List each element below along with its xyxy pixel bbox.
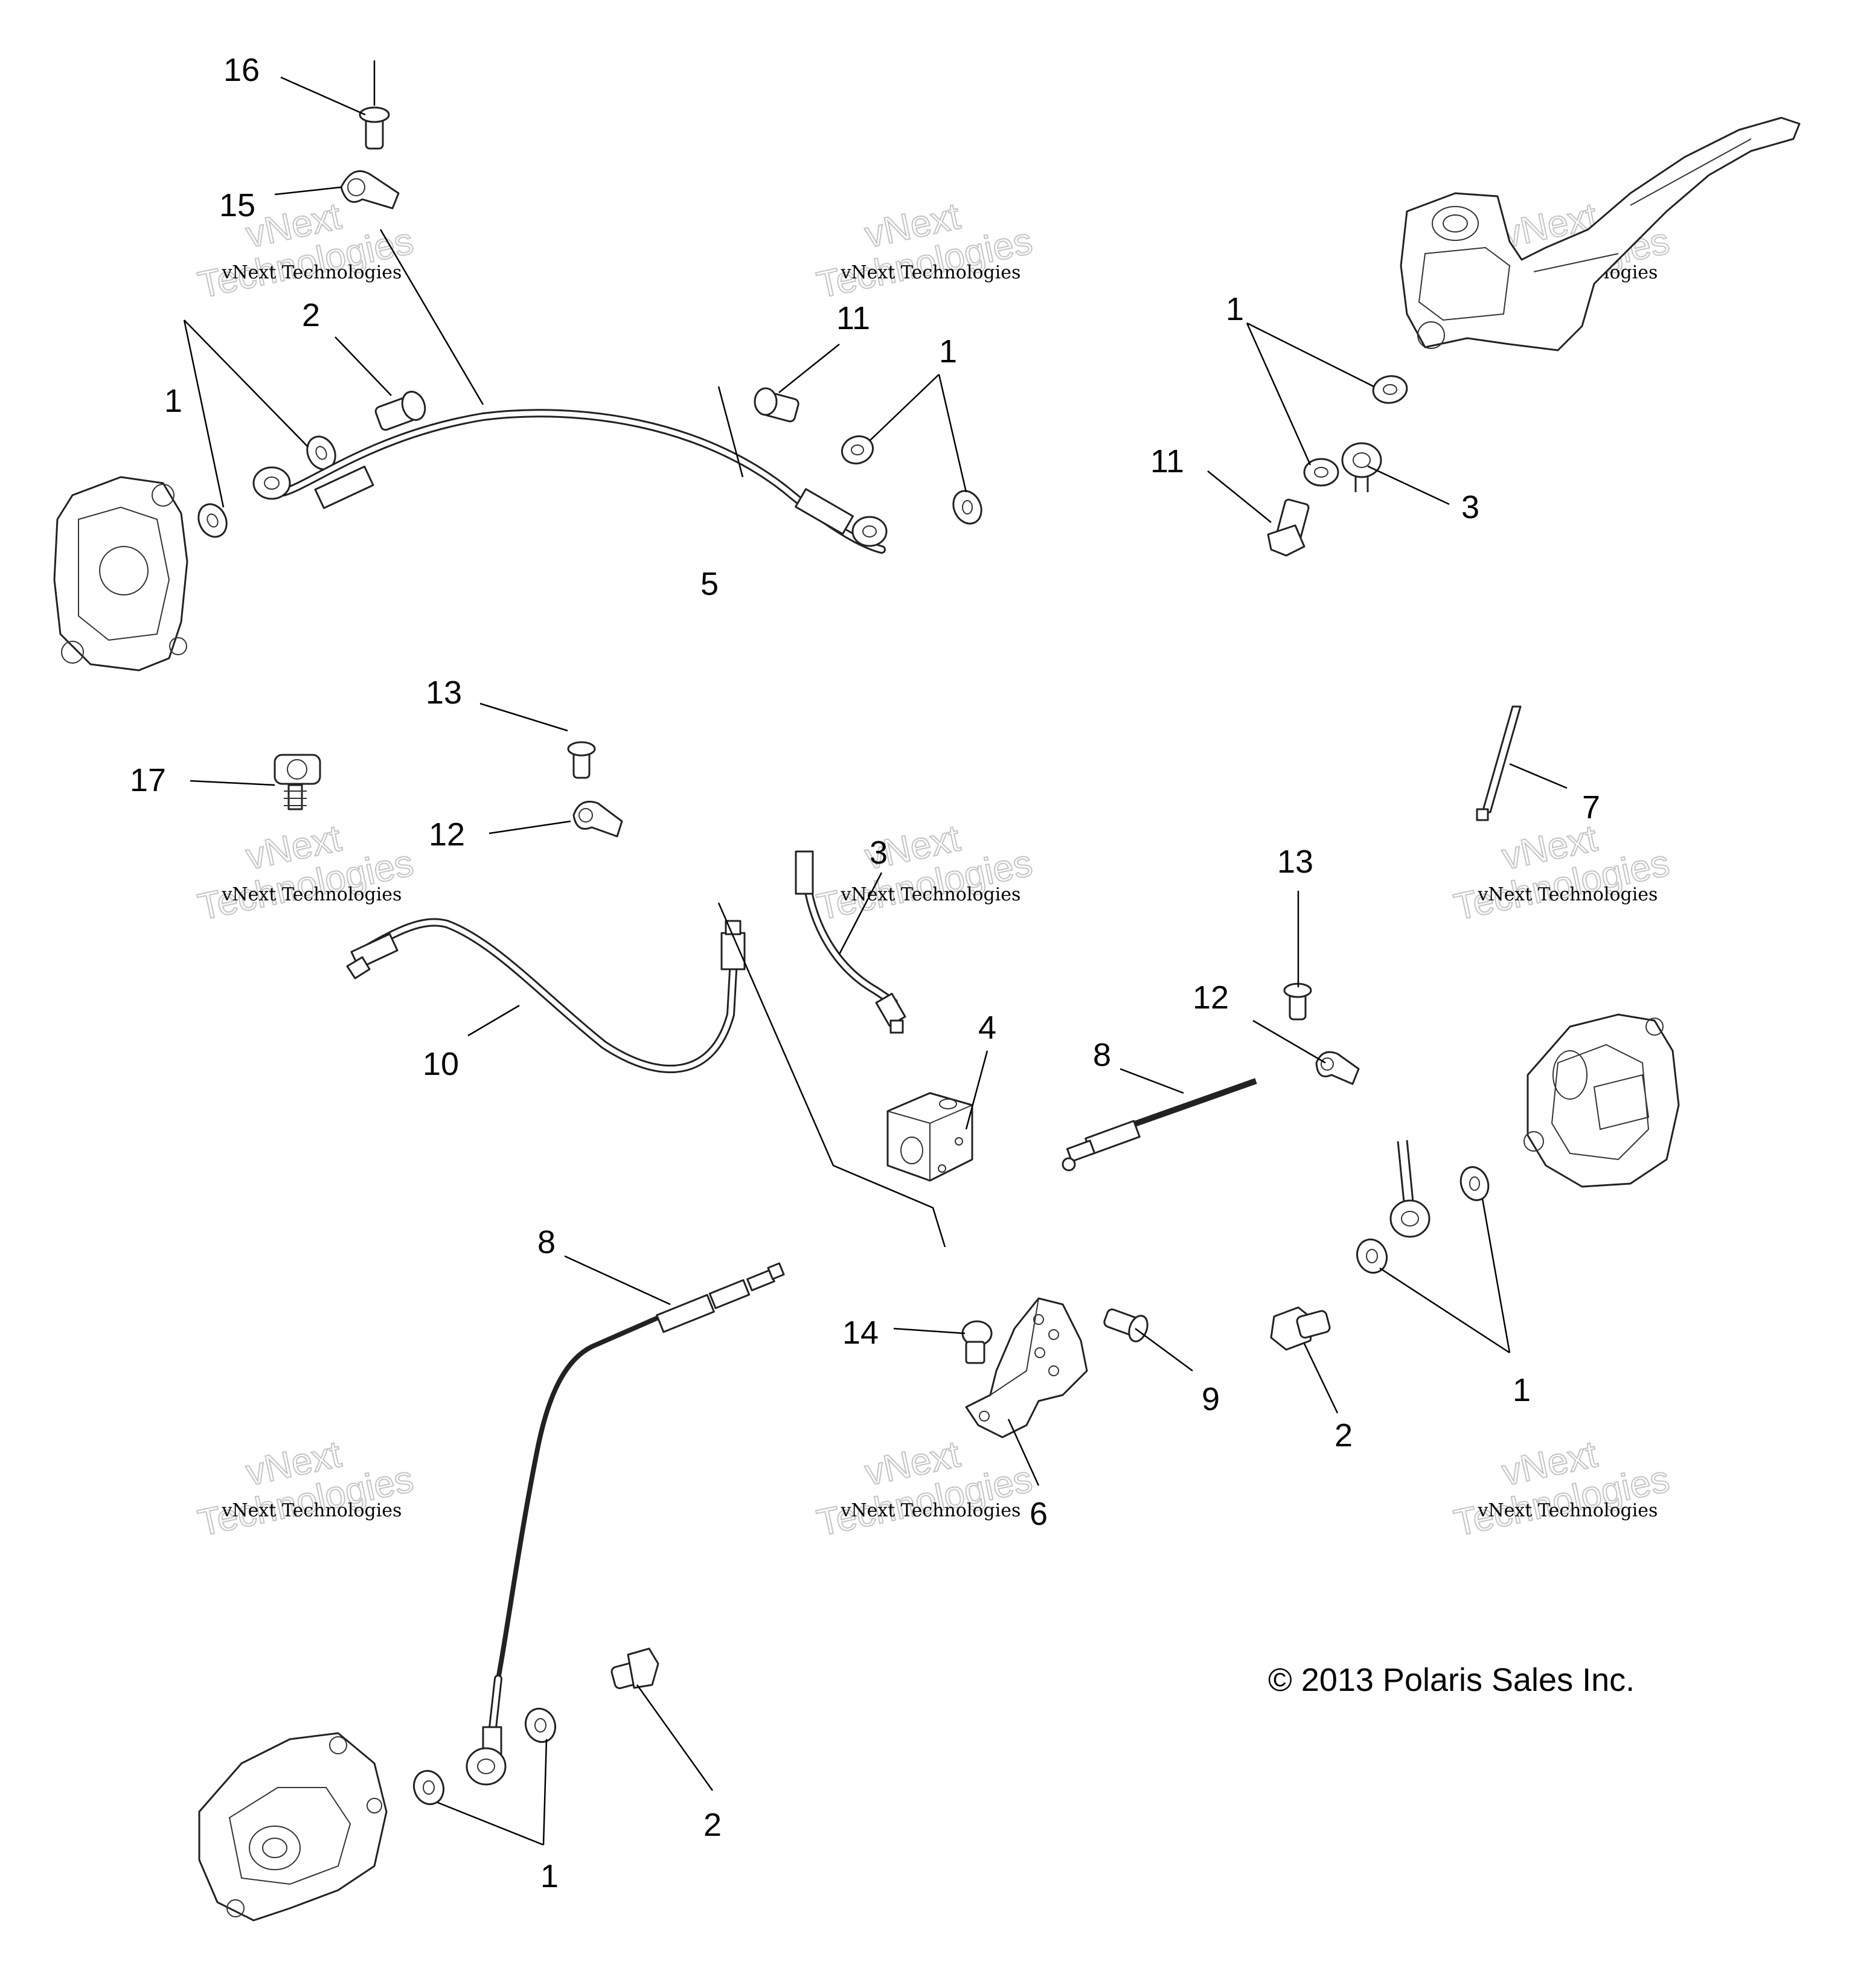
callout-1: 1: [1226, 291, 1244, 327]
hose-clip-part-17: [274, 754, 321, 810]
brake-caliper-front-left: [53, 476, 188, 672]
brake-caliper-front-right: [1523, 1013, 1680, 1188]
callout-3: 3: [870, 835, 888, 871]
watermark-text-small: vNext Technologies: [221, 884, 402, 905]
bolt-part-16: [359, 106, 390, 150]
callout-13: 13: [426, 675, 462, 711]
callout-1: 1: [939, 333, 957, 370]
callout-11: 11: [836, 300, 870, 336]
bolt-part-13-a: [567, 741, 596, 779]
bolt-part-9: [1103, 1308, 1149, 1342]
master-cylinder-with-lever: [1400, 117, 1801, 351]
callout-12: 12: [1193, 980, 1229, 1016]
clamp-part-15: [340, 170, 400, 210]
callout-16: 16: [223, 52, 260, 88]
callout-14: 14: [842, 1315, 879, 1351]
brake-hose-part-5: [252, 409, 888, 554]
callout-1: 1: [540, 1858, 559, 1894]
brake-junction-block-part-4: [886, 1092, 973, 1182]
watermark-text-small: vNext Technologies: [840, 884, 1020, 905]
brake-caliper-rear: [198, 1732, 388, 1922]
callout-1: 1: [164, 383, 182, 419]
flange-bolt-part-14: [961, 1320, 993, 1364]
washer-part-1-h: [1356, 1238, 1388, 1274]
callout-9: 9: [1202, 1381, 1220, 1417]
watermark-text-small: vNext Technologies: [221, 1500, 402, 1521]
mounting-bracket-part-6: [965, 1297, 1088, 1438]
banjo-bolt-part-11-a: [754, 387, 799, 423]
bolt-part-13-b: [1283, 983, 1312, 1021]
cable-tie-part-7: [1476, 705, 1522, 821]
callout-5: 5: [700, 566, 719, 602]
callout-1: 1: [1513, 1372, 1531, 1408]
brake-cable-part-8-left: [496, 1262, 785, 1679]
washer-part-1-g: [1459, 1166, 1490, 1201]
callout-labels: 16 15 2 1 11 1 5 1 11 3 13 17 12 3 10 4 …: [130, 52, 1600, 1894]
watermark-text-small: vNext Technologies: [840, 1500, 1020, 1521]
callout-4: 4: [978, 1010, 996, 1046]
callout-6: 6: [1030, 1496, 1048, 1532]
p-clamp-part-12-a: [572, 801, 623, 838]
washer-part-1-e: [1372, 375, 1408, 404]
washer-part-1-f: [1303, 458, 1339, 487]
callout-11: 11: [1150, 443, 1184, 479]
callout-8: 8: [537, 1224, 556, 1260]
washer-part-1-d: [952, 490, 982, 525]
washer-part-1-j: [412, 1769, 445, 1806]
banjo-bolt-part-2-top: [374, 391, 426, 431]
callout-2: 2: [703, 1807, 722, 1843]
banjo-fitting-part-3-top: [1341, 442, 1382, 492]
washer-part-1-c: [841, 435, 874, 465]
watermark-text-small: vNext Technologies: [1477, 884, 1658, 905]
callout-10: 10: [423, 1046, 459, 1082]
callout-8: 8: [1093, 1037, 1111, 1073]
banjo-bolt-part-11-b: [1267, 498, 1310, 557]
callout-2: 2: [302, 297, 320, 333]
watermark-text-small: vNext Technologies: [840, 262, 1020, 283]
banjo-bolt-part-2-bottom: [610, 1647, 659, 1690]
washer-part-1-b: [197, 503, 228, 538]
watermark-text-small: vNext Technologies: [221, 262, 402, 283]
brake-cable-part-8-right: [1062, 1078, 1257, 1172]
brake-line-part-bottom-caliper: [466, 1675, 507, 1786]
callout-3: 3: [1461, 489, 1479, 525]
copyright-notice: © 2013 Polaris Sales Inc.: [1268, 1662, 1635, 1698]
washer-part-1-i: [524, 1707, 557, 1743]
watermark-text-small: vNext Technologies: [1477, 1500, 1658, 1521]
callout-12: 12: [429, 816, 465, 853]
leader-lines: [183, 60, 1568, 1846]
callout-15: 15: [219, 187, 255, 223]
callout-13: 13: [1277, 844, 1313, 880]
brake-hose-part-10: [346, 918, 746, 1074]
brake-line-part-right-caliper: [1389, 1140, 1430, 1238]
callout-17: 17: [130, 762, 166, 798]
banjo-bolt-part-2-right: [1270, 1306, 1331, 1351]
brake-line-part-3-middle: [795, 850, 906, 1034]
callout-2: 2: [1334, 1417, 1353, 1454]
p-clamp-part-12-b: [1315, 1051, 1360, 1085]
callout-7: 7: [1582, 789, 1600, 826]
